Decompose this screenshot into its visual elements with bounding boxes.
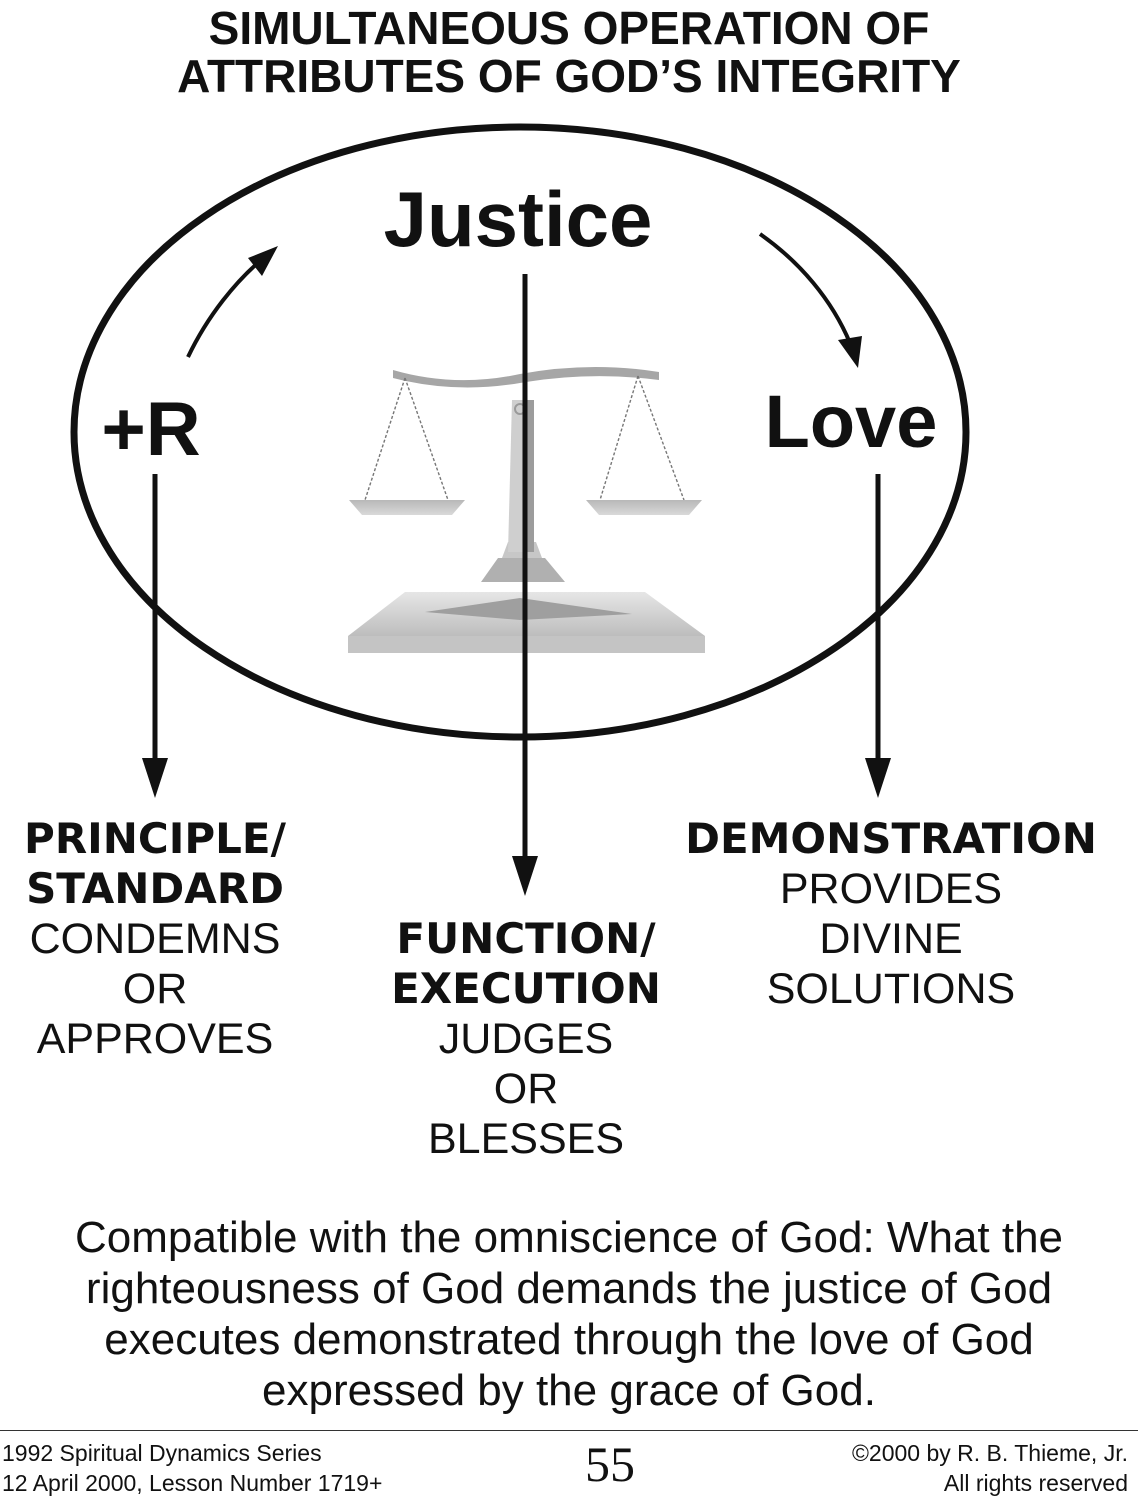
outcome-righteousness: PRINCIPLE/ STANDARD CONDEMNS OR APPROVES — [0, 814, 310, 1064]
caption-line-2: righteousness of God demands the justice… — [85, 1264, 1053, 1313]
footer-left: 1992 Spiritual Dynamics Series 12 April … — [2, 1438, 382, 1498]
integrity-diagram: Justice +R Love — [70, 123, 970, 896]
arrowhead-justice — [512, 856, 538, 896]
diagram-title: SIMULTANEOUS OPERATION OF ATTRIBUTES OF … — [0, 4, 1138, 100]
caption-line-4: expressed by the grace of God. — [262, 1366, 876, 1415]
outcome-righteousness-heading-2: STANDARD — [26, 864, 284, 913]
justice-label: Justice — [384, 175, 653, 263]
arrowhead-love — [865, 758, 891, 798]
caption-line-3: executes demonstrated through the love o… — [104, 1315, 1034, 1364]
outcome-justice-line-2: OR — [493, 1065, 559, 1113]
outcome-love-line-3: SOLUTIONS — [766, 965, 1016, 1013]
summary-caption: Compatible with the omniscience of God: … — [0, 1212, 1138, 1416]
love-label: Love — [765, 380, 938, 463]
curved-arrowhead-right — [838, 336, 862, 368]
outcome-justice-line-3: BLESSES — [428, 1115, 624, 1163]
footer-series: 1992 Spiritual Dynamics Series — [2, 1440, 322, 1466]
outcome-justice-heading-1: FUNCTION/ — [396, 914, 656, 963]
footer-right: ©2000 by R. B. Thieme, Jr. All rights re… — [852, 1438, 1128, 1498]
footer-divider — [0, 1430, 1138, 1431]
footer-lesson: 12 April 2000, Lesson Number 1719+ — [2, 1470, 383, 1496]
outcome-justice-heading-2: EXECUTION — [391, 964, 661, 1013]
outcome-love-heading-1: DEMONSTRATION — [685, 814, 1097, 863]
outcome-justice-line-1: JUDGES — [438, 1015, 614, 1063]
title-line-2: ATTRIBUTES OF GOD’S INTEGRITY — [177, 50, 961, 102]
outcome-righteousness-line-3: APPROVES — [36, 1015, 274, 1063]
outcome-love-line-2: DIVINE — [819, 915, 963, 963]
curved-arrowhead-left — [248, 246, 278, 276]
integrity-ellipse — [70, 123, 970, 741]
arrowhead-righteousness — [142, 758, 168, 798]
curved-arrow-justice-to-love — [758, 232, 852, 344]
outcome-love: DEMONSTRATION PROVIDES DIVINE SOLUTIONS — [648, 814, 1134, 1014]
outcome-righteousness-heading-1: PRINCIPLE/ — [24, 814, 286, 863]
curved-arrow-righteousness-to-justice — [186, 254, 268, 358]
outcome-love-line-1: PROVIDES — [779, 865, 1003, 913]
outcome-justice: FUNCTION/ EXECUTION JUDGES OR BLESSES — [356, 914, 696, 1164]
outcome-righteousness-line-2: OR — [122, 965, 188, 1013]
title-line-1: SIMULTANEOUS OPERATION OF — [208, 2, 930, 54]
footer-rights: All rights reserved — [943, 1470, 1128, 1496]
footer-copyright: ©2000 by R. B. Thieme, Jr. — [851, 1440, 1128, 1466]
page-number: 55 — [585, 1436, 635, 1492]
outcome-righteousness-line-1: CONDEMNS — [29, 915, 281, 963]
righteousness-label: +R — [101, 387, 200, 472]
caption-line-1: Compatible with the omniscience of God: … — [74, 1213, 1064, 1262]
